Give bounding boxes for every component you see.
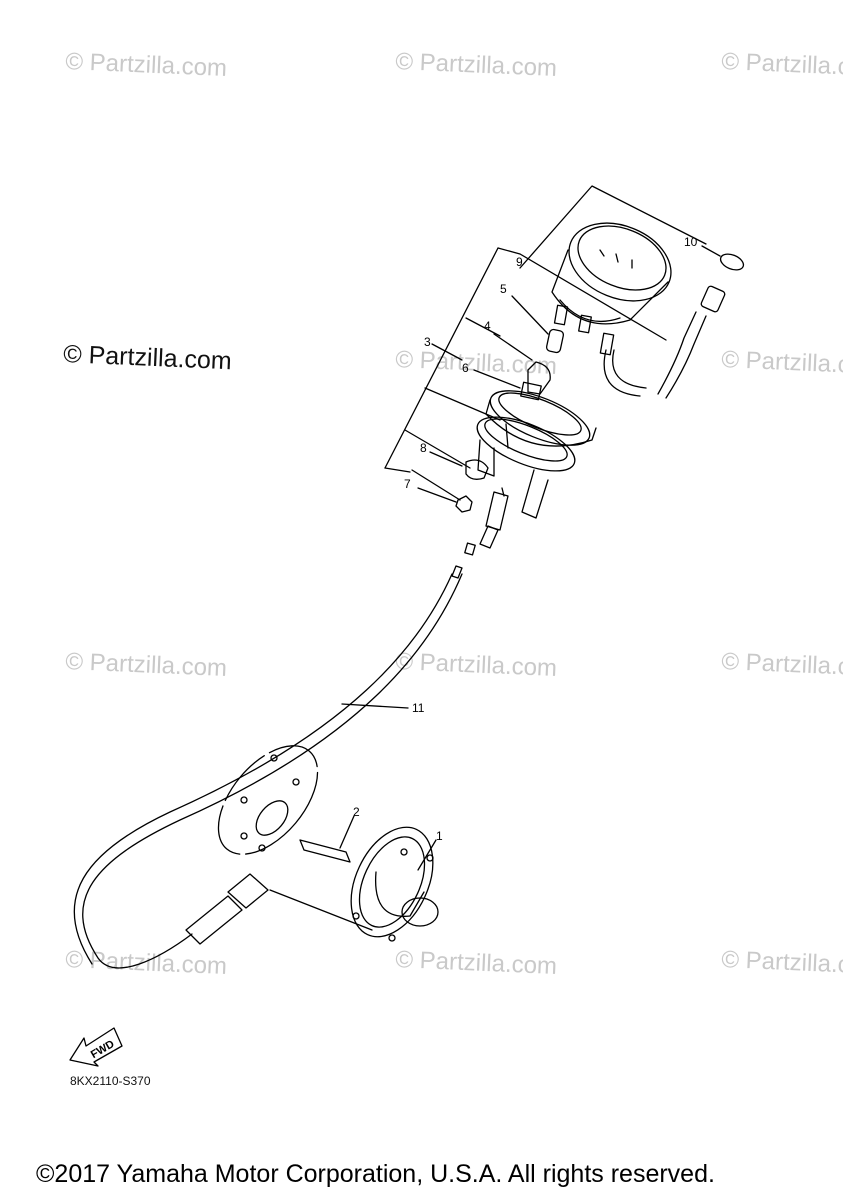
- bulb-assembly: [520, 328, 565, 401]
- callout-1: 1: [436, 829, 443, 843]
- hub-flange: [217, 745, 319, 855]
- cable-end-fitting: [464, 487, 509, 556]
- copyright-notice: ©2017 Yamaha Motor Corporation, U.S.A. A…: [36, 1160, 715, 1188]
- speedometer-gauge: [551, 222, 672, 397]
- callout-4: 4: [484, 319, 491, 333]
- speedometer-cable: [73, 565, 463, 969]
- drive-gear: [657, 285, 726, 399]
- gear-unit: [350, 826, 439, 942]
- callout-6: 6: [462, 361, 469, 375]
- fwd-arrow-icon: [69, 1027, 123, 1067]
- drive-pin: [299, 839, 351, 863]
- bracket-lines: [384, 185, 707, 501]
- callout-3: 3: [424, 335, 431, 349]
- callout-11: 11: [412, 701, 425, 715]
- callout-5: 5: [500, 282, 507, 296]
- washer: [719, 253, 745, 271]
- callout-8: 8: [420, 441, 427, 455]
- diagram-code: 8KX2110-S370: [70, 1074, 151, 1088]
- gauge-case: [476, 390, 597, 519]
- callout-9: 9: [516, 255, 523, 269]
- callout-2: 2: [353, 805, 360, 819]
- callout-7: 7: [404, 477, 411, 491]
- callout-10: 10: [684, 235, 698, 249]
- nut-and-grommet: [455, 459, 489, 513]
- leader-lines: [339, 245, 721, 871]
